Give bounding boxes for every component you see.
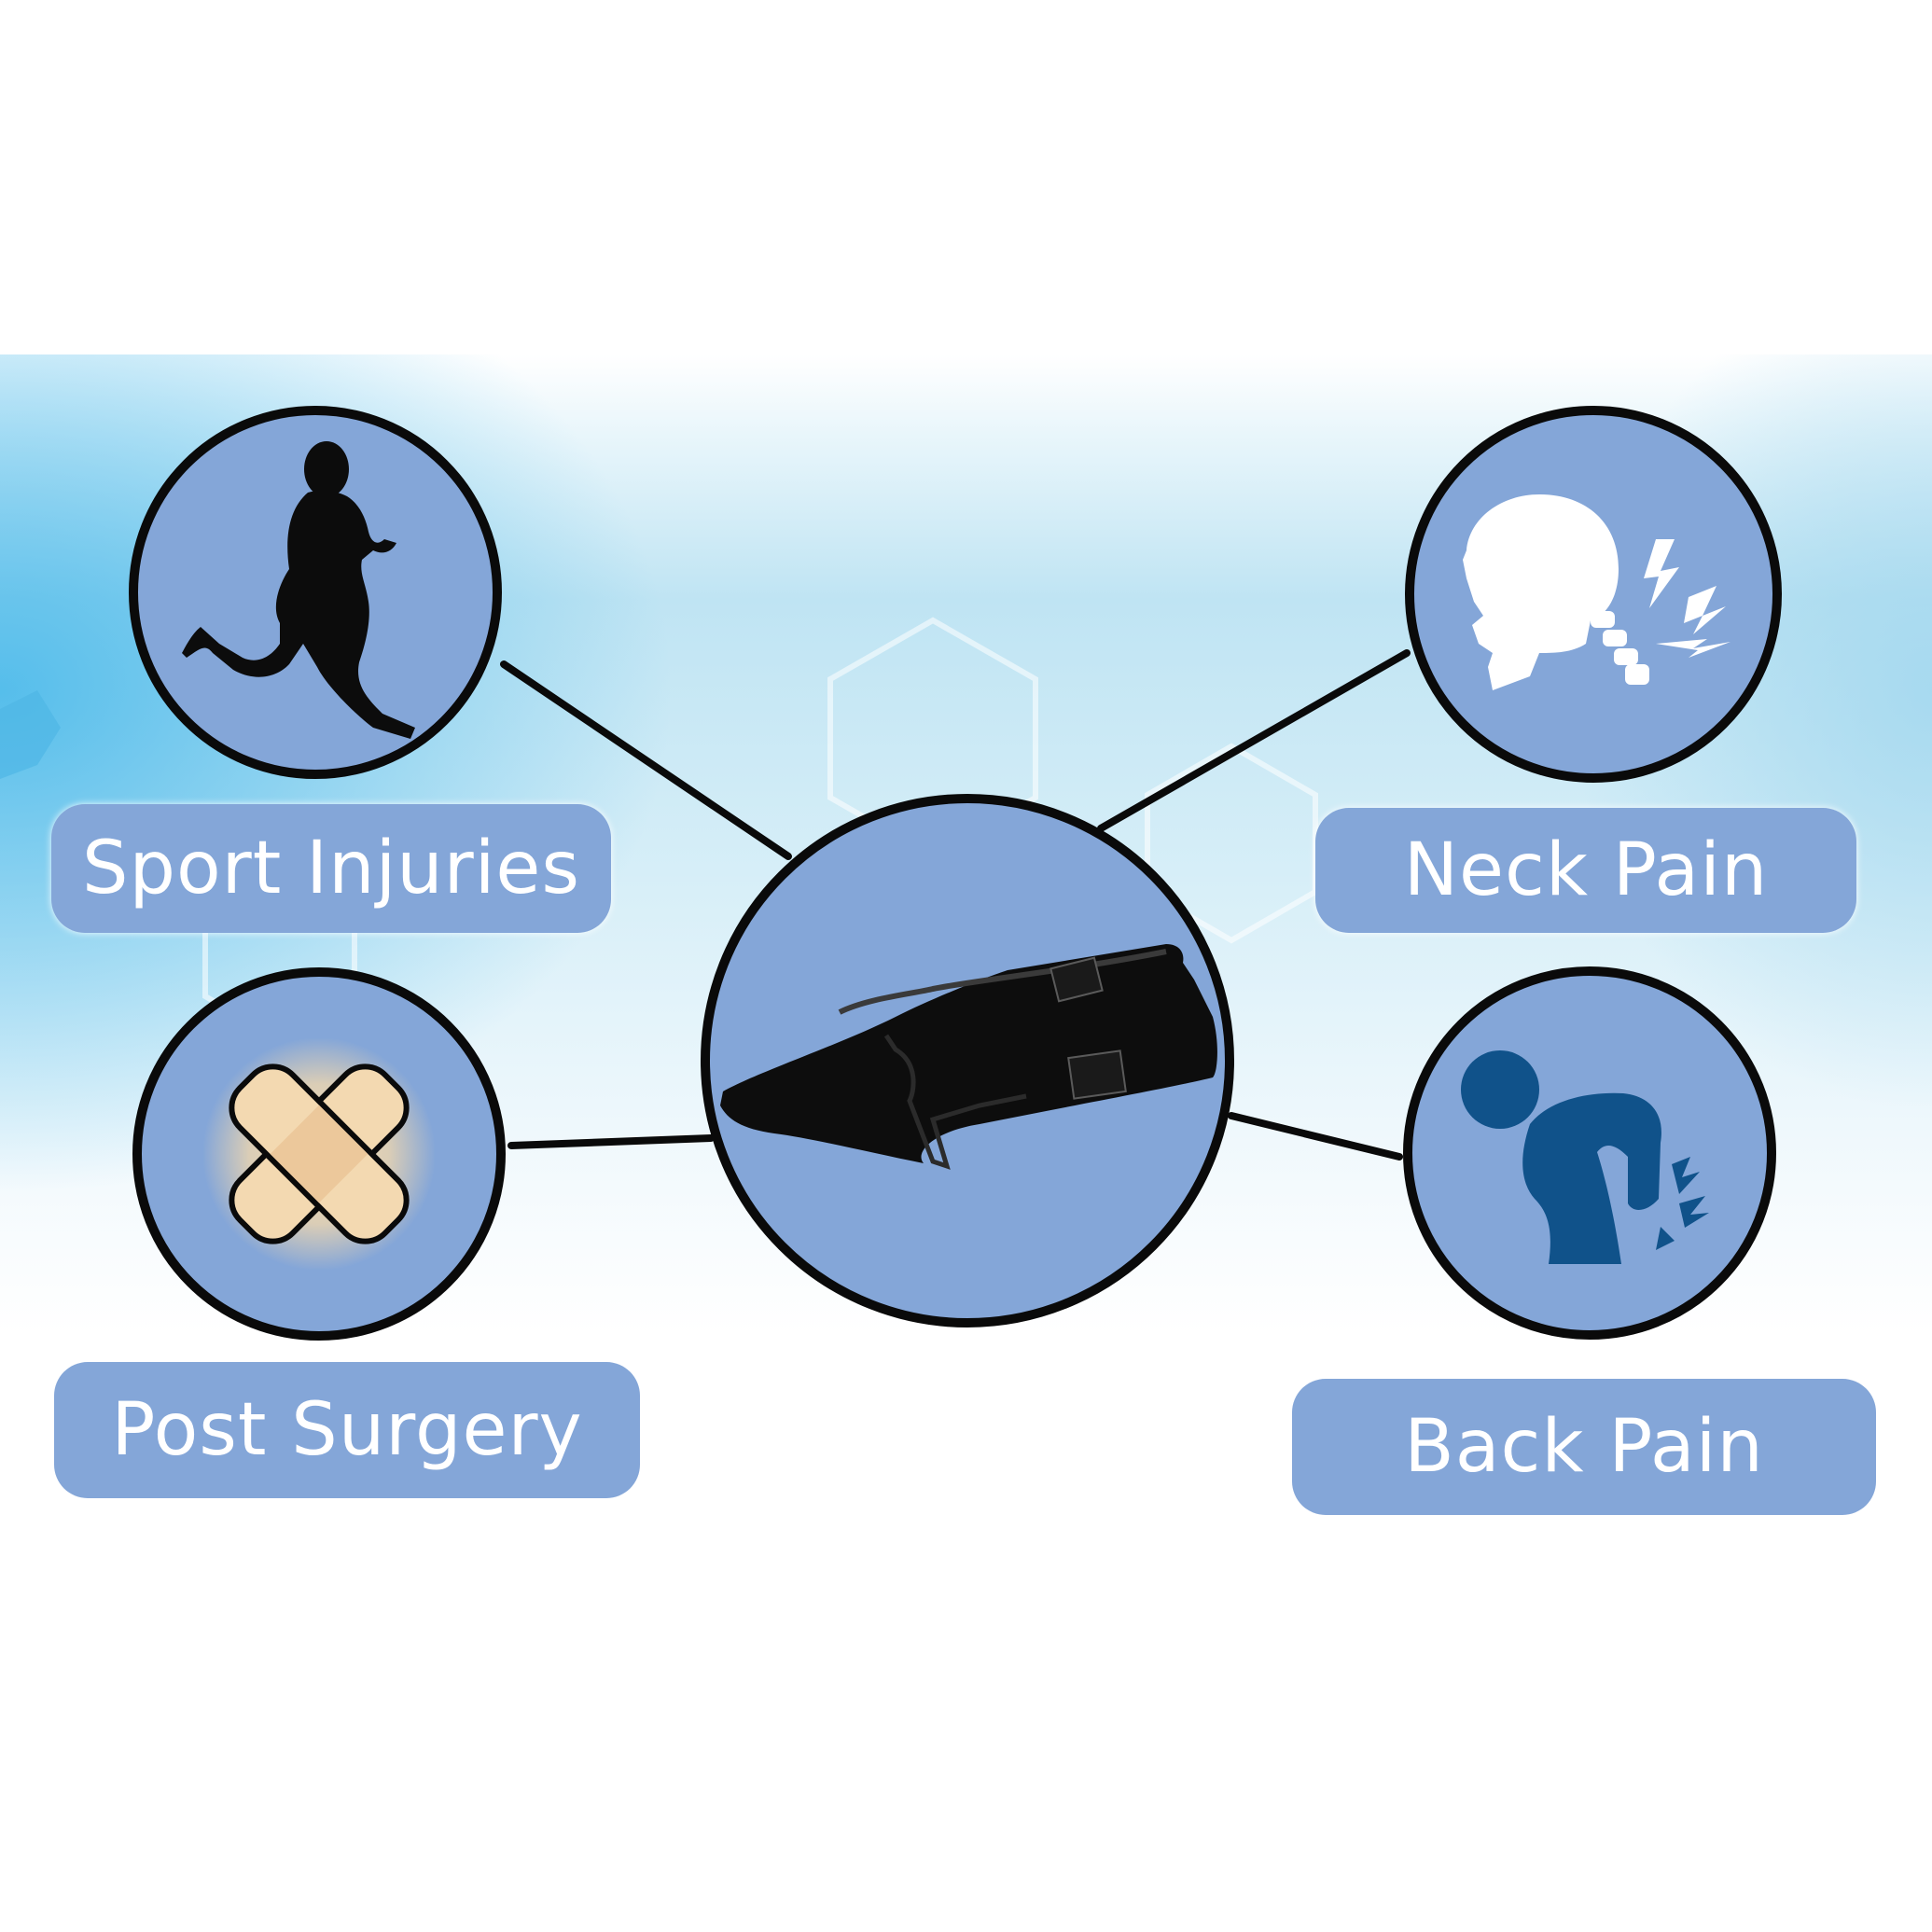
connector-back <box>1228 1112 1403 1161</box>
label-neck-pain: Neck Pain <box>1315 808 1856 933</box>
label-sport-injuries: Sport Injuries <box>51 804 611 933</box>
label-post-surgery: Post Surgery <box>54 1362 640 1498</box>
skull-neck-pain-icon <box>1463 494 1730 690</box>
runner-icon <box>182 441 415 739</box>
back-pain-person-icon <box>1461 1050 1709 1264</box>
sport-node <box>129 406 502 779</box>
gel-pack-product <box>720 944 1217 1170</box>
bandage-icon <box>229 1063 410 1244</box>
label-back-pain: Back Pain <box>1292 1379 1876 1515</box>
post-node <box>132 967 506 1341</box>
back-node <box>1403 966 1776 1340</box>
neck-node <box>1405 406 1782 783</box>
connector-neck <box>1097 649 1411 832</box>
center-node <box>701 794 1234 1327</box>
connector-sport <box>500 660 792 860</box>
connector-post <box>507 1134 715 1149</box>
